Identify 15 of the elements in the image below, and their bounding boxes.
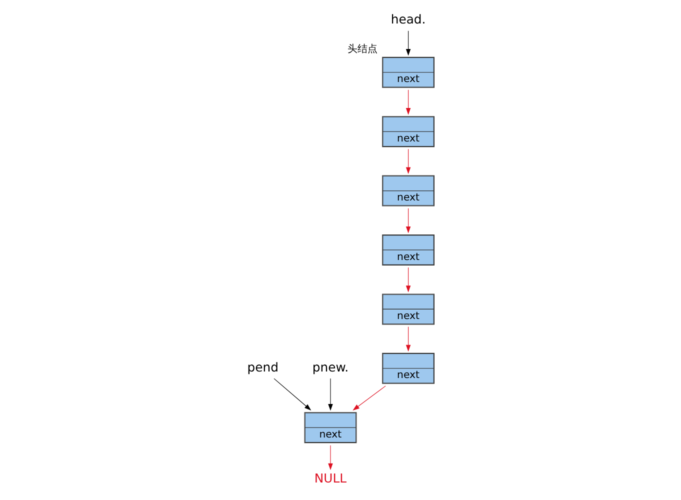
node-text: pnew.: [312, 360, 349, 375]
arrow: [406, 148, 411, 174]
node-label: 头结点: [347, 44, 378, 55]
arrow: [406, 90, 411, 115]
arrow: [352, 386, 386, 410]
arrow: [406, 326, 411, 352]
arrow: [406, 208, 411, 234]
arrow: [406, 267, 411, 292]
arrow: [274, 378, 312, 410]
node-text: head.: [390, 12, 426, 27]
node-text: NULL: [314, 470, 347, 486]
arrow: [328, 378, 333, 411]
arrow: [406, 30, 411, 56]
arrow: [328, 445, 333, 470]
node-text: pend: [247, 360, 278, 375]
